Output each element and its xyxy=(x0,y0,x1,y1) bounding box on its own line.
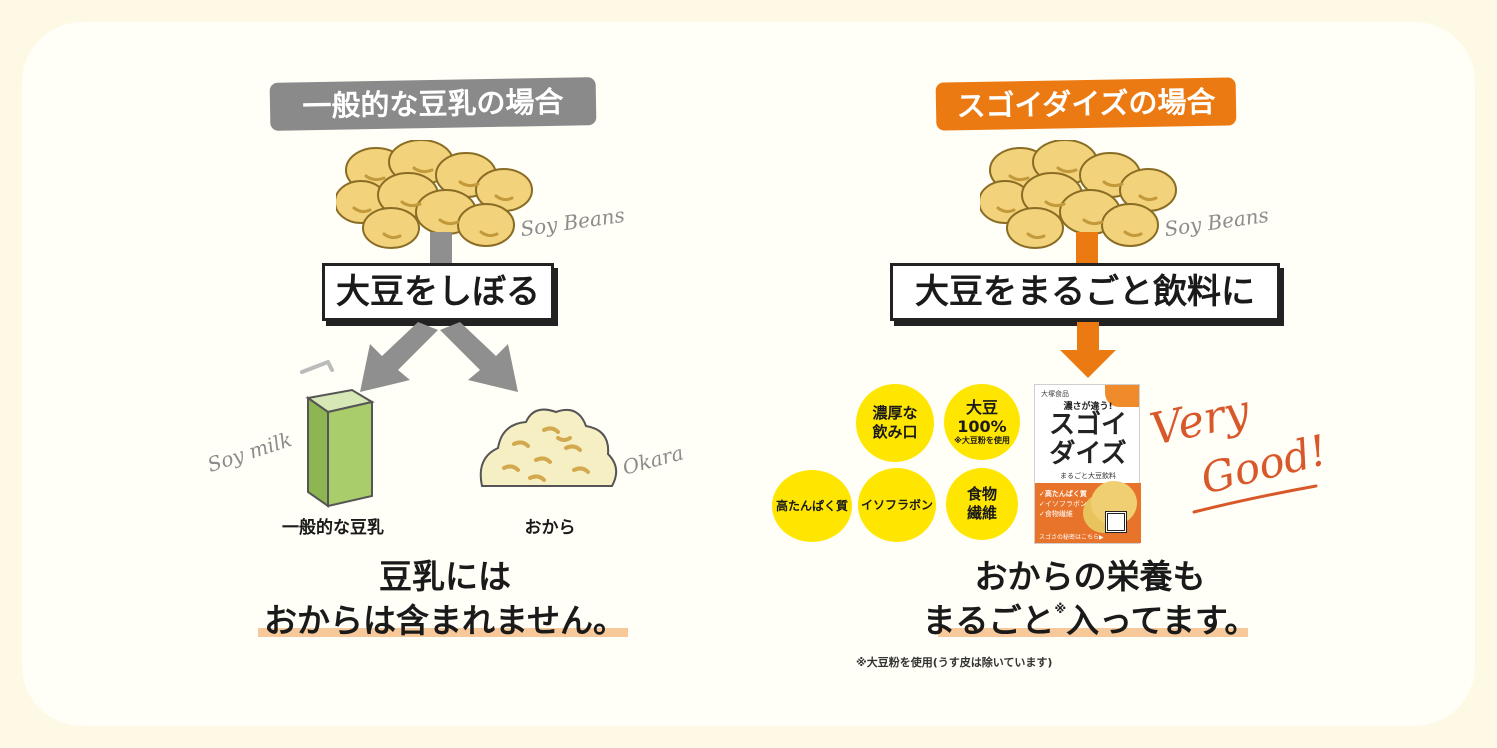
left-result-line2: おからは含まれません。 xyxy=(263,601,626,640)
package-qr-icon xyxy=(1105,511,1127,533)
package-bottom-text: スゴさの秘密はこちら▶ xyxy=(1039,534,1104,541)
sugoi-daizu-package: 大塚食品 濃さが違う! スゴイ ダイズ まるごと大豆飲料 ✓高たんぱく質 ✓イソ… xyxy=(1034,384,1141,544)
package-name-line1: スゴイ xyxy=(1048,410,1127,440)
right-action-label: 大豆をまるごと飲料に xyxy=(890,263,1280,321)
soy-100-circle-line1: 大豆 xyxy=(965,398,998,417)
content-card xyxy=(22,22,1475,726)
package-maker: 大塚食品 xyxy=(1041,390,1069,398)
dietary-fiber-circle: 食物 繊維 xyxy=(946,468,1018,540)
right-result-mark: ※ xyxy=(1054,602,1067,616)
package-badge1: ✓高たんぱく質 xyxy=(1039,490,1087,498)
left-split-arrows-icon xyxy=(360,322,518,392)
right-down-arrow-icon xyxy=(1060,322,1116,378)
soy-100-circle-line2: 100% xyxy=(957,417,1007,436)
left-result-line1: 豆乳には xyxy=(379,557,511,596)
package-badge3: ✓食物繊維 xyxy=(1039,510,1073,518)
soy-milk-pack-icon xyxy=(300,360,375,508)
isoflavone-circle: イソフラボン xyxy=(858,468,936,542)
right-footnote: ※大豆粉を使用(うす皮は除いています) xyxy=(856,656,1053,669)
left-stem xyxy=(430,232,452,272)
right-result-line2a: まるごと xyxy=(922,601,1055,640)
right-stem xyxy=(1076,232,1098,272)
soy-100-circle-note: ※大豆粉を使用 xyxy=(954,436,1010,445)
okara-icon xyxy=(479,408,618,487)
right-tag: スゴイダイズの場合 xyxy=(935,77,1237,131)
package-tagline: 濃さが違う! xyxy=(1063,402,1113,412)
right-result-line1: おからの栄養も xyxy=(974,557,1206,596)
rich-taste-circle: 濃厚な 飲み口 xyxy=(856,384,934,462)
okara-caption: おから xyxy=(524,518,576,538)
right-result-underline xyxy=(938,628,1248,637)
high-protein-circle: 高たんぱく質 xyxy=(772,470,852,542)
left-result-underline xyxy=(258,628,628,637)
package-badge2: ✓イソフラボン xyxy=(1039,500,1087,508)
soy-100-circle: 大豆 100% ※大豆粉を使用 xyxy=(944,384,1020,460)
package-subtitle: まるごと大豆飲料 xyxy=(1060,472,1116,480)
package-name-line2: ダイズ xyxy=(1049,439,1127,469)
right-result-line2b: 入ってます。 xyxy=(1066,601,1258,640)
package-corner-badge xyxy=(1105,385,1139,407)
very-good-swash xyxy=(1192,484,1318,514)
left-tag: 一般的な豆乳の場合 xyxy=(269,77,597,131)
soy-milk-caption: 一般的な豆乳 xyxy=(282,518,384,538)
left-action-label: 大豆をしぼる xyxy=(322,263,554,321)
left-soybeans-icon xyxy=(336,140,533,249)
right-soybeans-icon xyxy=(980,140,1177,249)
right-result-line2: まるごと※入ってます。 xyxy=(900,599,1280,643)
